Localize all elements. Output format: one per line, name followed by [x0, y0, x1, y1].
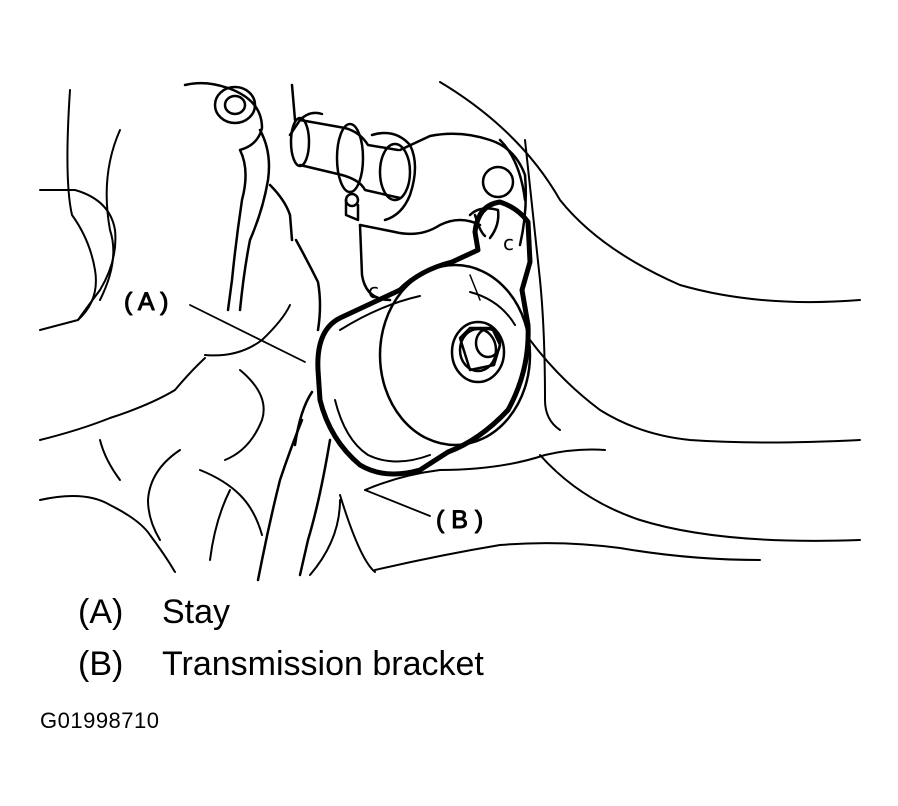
legend: (A) Stay (B) Transmission bracket — [78, 592, 484, 696]
engine-mount-illustration: c c ( A ) ( B ) — [39, 81, 861, 582]
legend-text-a: Stay — [162, 593, 231, 631]
bracket-plate-outline — [183, 81, 332, 582]
engine-block-outline — [39, 89, 291, 573]
legend-row-b: (B) Transmission bracket — [78, 644, 484, 696]
leader-line-b — [364, 489, 431, 517]
figure-id: G01998710 — [40, 708, 160, 733]
svg-text:c: c — [368, 279, 379, 303]
stay-bracket: c c — [358, 132, 528, 303]
leader-line-a — [189, 304, 306, 363]
transmission-housing-outline — [309, 81, 861, 576]
legend-text-b: Transmission bracket — [162, 645, 484, 683]
callout-b-label: ( B ) — [436, 506, 483, 534]
svg-text:c: c — [503, 231, 514, 255]
mount-cushion — [315, 199, 533, 477]
leader-lines — [189, 304, 431, 517]
legend-key-b: (B) — [78, 645, 124, 683]
callout-a-label: ( A ) — [124, 288, 168, 316]
center-nut — [450, 320, 506, 384]
shaft-assembly — [289, 116, 417, 222]
legend-row-a: (A) Stay — [78, 592, 484, 644]
legend-key-a: (A) — [78, 593, 124, 631]
